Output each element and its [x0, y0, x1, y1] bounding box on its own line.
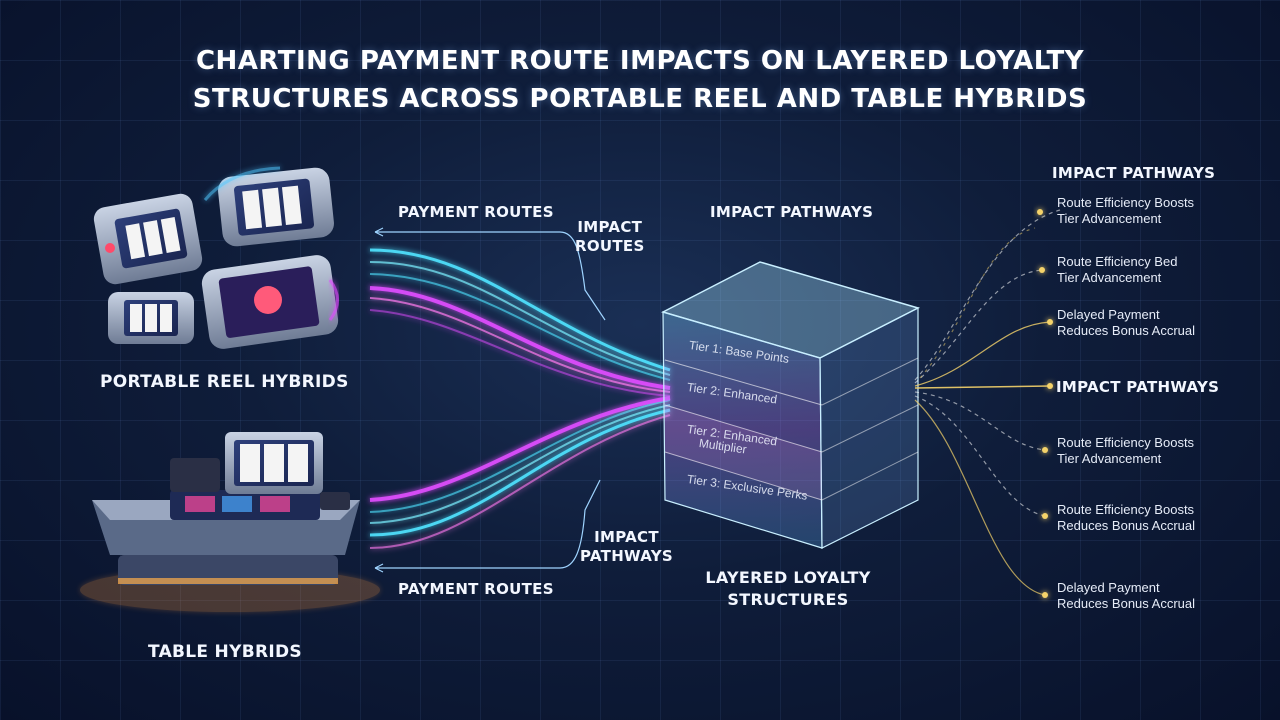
outcome-line-2: Tier Advancement — [1057, 270, 1162, 285]
structures-line-2: STRUCTURES — [727, 590, 849, 609]
outcome-line-1: Delayed Payment — [1057, 307, 1160, 322]
handheld-device-icon — [108, 292, 194, 344]
outcome-item: Route Efficiency Boosts Tier Advancement — [1057, 435, 1194, 467]
impact-routes-label: IMPACT ROUTES — [575, 218, 645, 256]
outcome-line-2: Tier Advancement — [1057, 211, 1162, 226]
outcome-line-1: Route Efficiency Boosts — [1057, 502, 1195, 517]
annotation-arrows — [374, 227, 606, 573]
handheld-device-icon — [203, 166, 334, 247]
impact-pathways-low-line-1: IMPACT — [594, 528, 659, 546]
portable-reel-hybrids-label: PORTABLE REEL HYBRIDS — [100, 372, 349, 392]
table-machine-icon — [80, 432, 380, 612]
outcome-line-1: Route Efficiency Boosts — [1057, 195, 1195, 210]
outcome-line-1: Delayed Payment — [1057, 580, 1160, 595]
structures-line-1: LAYERED LOYALTY — [705, 568, 871, 587]
outcome-line-2: Tier Advancement — [1057, 451, 1162, 466]
outcome-item: Delayed Payment Reduces Bonus Accrual — [1057, 580, 1195, 612]
handheld-device-icon — [201, 255, 339, 349]
impact-routes-line-2: ROUTES — [575, 237, 645, 255]
impact-pathways-header-mid: IMPACT PATHWAYS — [1056, 378, 1220, 396]
impact-pathways-center-label: IMPACT PATHWAYS — [710, 203, 874, 221]
outcome-line-2: Reduces Bonus Accrual — [1057, 518, 1196, 533]
outcome-item: Route Efficiency Boosts Tier Advancement — [1057, 195, 1194, 227]
payment-routes-top-label: PAYMENT ROUTES — [398, 203, 554, 221]
outcome-line-1: Route Efficiency Bed — [1057, 254, 1178, 269]
outcome-line-2: Reduces Bonus Accrual — [1057, 323, 1196, 338]
outcome-item: Delayed Payment Reduces Bonus Accrual — [1057, 307, 1195, 339]
loyalty-cube-icon — [660, 261, 921, 549]
table-hybrids-label: TABLE HYBRIDS — [148, 642, 302, 662]
outcome-pathways — [914, 209, 1061, 596]
impact-pathways-low-line-2: PATHWAYS — [580, 547, 673, 565]
layered-loyalty-structures-label: LAYERED LOYALTY STRUCTURES — [698, 567, 878, 611]
handheld-device-icon — [93, 193, 203, 285]
pathway-nodes — [1037, 209, 1053, 598]
outcome-item: Route Efficiency Boosts Reduces Bonus Ac… — [1057, 502, 1195, 534]
title-line-1: CHARTING PAYMENT ROUTE IMPACTS ON LAYERE… — [195, 46, 1085, 76]
payment-routes-bottom-label: PAYMENT ROUTES — [398, 580, 554, 598]
title-line-2: STRUCTURES ACROSS PORTABLE REEL AND TABL… — [192, 84, 1088, 114]
payment-streams-top — [369, 248, 671, 397]
payment-streams-bottom — [369, 396, 671, 549]
outcome-line-2: Reduces Bonus Accrual — [1057, 596, 1196, 611]
impact-pathways-header-top: IMPACT PATHWAYS — [1052, 164, 1216, 182]
page-title: CHARTING PAYMENT ROUTE IMPACTS ON LAYERE… — [0, 42, 1280, 118]
outcome-line-1: Route Efficiency Boosts — [1057, 435, 1195, 450]
outcome-item: Route Efficiency Bed Tier Advancement — [1057, 254, 1177, 286]
impact-routes-line-1: IMPACT — [577, 218, 643, 236]
impact-pathways-low-label: IMPACT PATHWAYS — [580, 528, 673, 566]
